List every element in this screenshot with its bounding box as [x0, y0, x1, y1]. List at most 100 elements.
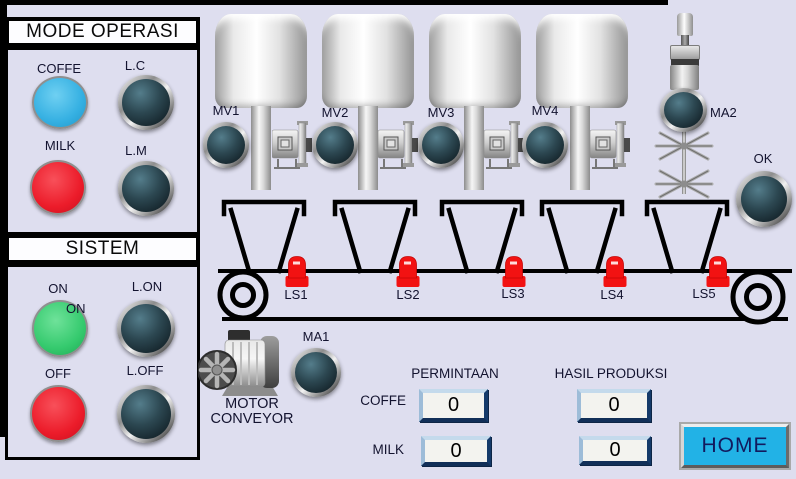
mv4-label: MV4: [531, 103, 559, 118]
hasil-coffe-value: 0: [608, 394, 620, 416]
funnel-cup-4: [539, 199, 625, 274]
permintaan-milk-input[interactable]: 0: [421, 436, 491, 466]
mv2-indicator-light: [312, 122, 358, 168]
permintaan-milk-value: 0: [450, 439, 462, 462]
mv3-indicator-lens: [422, 126, 460, 164]
ls1-sensor-led: [285, 256, 309, 287]
hasil-milk-display: 0: [579, 436, 651, 465]
valve-actuator-3: [484, 121, 524, 169]
lon-indicator-lens: [121, 304, 171, 353]
ls2-sensor-led: [396, 256, 420, 287]
sistem-title-text: SISTEM: [65, 238, 140, 259]
system-off-button[interactable]: [30, 385, 87, 442]
mixer-shaft: [682, 130, 686, 194]
loff-indicator-light: [117, 385, 175, 443]
lc-indicator-light: [118, 75, 174, 130]
right-pulley: [730, 269, 786, 325]
conveyor-graphic: [217, 199, 792, 325]
lon-indicator-light: [117, 300, 175, 357]
hasil-milk-value: 0: [609, 439, 621, 461]
mixer-motor-tip: [677, 13, 693, 36]
hasil-produksi-header: HASIL PRODUKSI: [554, 366, 668, 381]
storage-tank-2: [322, 14, 414, 108]
ok-indicator-light: [736, 171, 792, 227]
funnel-cup-1: [221, 199, 307, 274]
valve-actuator-2: [378, 121, 418, 169]
permintaan-coffe-value: 0: [447, 394, 460, 416]
mv4-indicator-light: [522, 122, 568, 168]
off-button-label: OFF: [45, 366, 71, 381]
permintaan-coffe-label: COFFE: [360, 393, 406, 408]
ls3-label: LS3: [501, 286, 525, 301]
permintaan-coffe-input[interactable]: 0: [419, 389, 488, 422]
system-on-button[interactable]: [32, 300, 88, 357]
mode-operasi-panel: [5, 47, 200, 235]
ls4-label: LS4: [600, 287, 624, 302]
top-border-bar: [0, 0, 668, 5]
tank-pipe-2: [358, 106, 378, 190]
sistem-panel: [5, 264, 200, 460]
milk-mode-button[interactable]: [30, 160, 86, 215]
sistem-title: SISTEM: [5, 234, 200, 264]
home-button[interactable]: HOME: [681, 424, 789, 468]
mixer-neck: [681, 35, 689, 46]
tank-pipe-1: [251, 106, 271, 190]
ok-indicator-label: OK: [753, 151, 773, 166]
home-button-label: HOME: [701, 434, 769, 457]
lc-indicator-lens: [122, 79, 170, 126]
mixer-impellers: [654, 131, 714, 199]
conveyor-motor-graphic: [198, 330, 279, 396]
funnel-cup-3: [439, 199, 525, 274]
mv2-label: MV2: [321, 105, 349, 120]
ma1-indicator-light: [291, 348, 341, 397]
ls2-label: LS2: [396, 287, 420, 302]
lm-indicator-light: [118, 161, 174, 216]
mixer-body-cylinder: [670, 65, 699, 90]
lc-indicator-label: L.C: [124, 58, 146, 73]
ma2-indicator-light: [660, 88, 707, 132]
mode-operasi-title: MODE OPERASI: [5, 17, 200, 47]
funnel-cup-5: [644, 199, 730, 274]
mv4-indicator-lens: [526, 126, 564, 164]
mv3-indicator-light: [418, 122, 464, 168]
left-border-bar: [0, 4, 7, 437]
mv2-indicator-lens: [316, 126, 354, 164]
ls1-label: LS1: [284, 287, 308, 302]
ma1-label: MA1: [302, 329, 330, 344]
ls5-label: LS5: [692, 286, 716, 301]
mv1-label: MV1: [212, 103, 240, 118]
lm-indicator-label: L.M: [125, 143, 147, 158]
ok-indicator-lens: [741, 176, 787, 222]
valve-actuator-4: [590, 121, 630, 169]
loff-indicator-lens: [121, 389, 171, 439]
permintaan-milk-label: MILK: [372, 442, 404, 457]
on-button-tag: ON: [66, 301, 86, 316]
lm-indicator-lens: [122, 165, 170, 212]
ma2-indicator-lens: [664, 92, 703, 128]
hasil-coffe-display: 0: [577, 389, 651, 422]
ls5-sensor-led: [706, 256, 730, 287]
motor-caption-line1: MOTOR: [225, 396, 279, 412]
storage-tank-3: [429, 14, 521, 108]
ls3-sensor-led: [502, 256, 526, 287]
motor-conveyor-caption: MOTOR CONVEYOR: [203, 397, 301, 427]
ma1-indicator-lens: [295, 352, 337, 393]
mv1-indicator-lens: [207, 126, 245, 164]
mv3-label: MV3: [427, 105, 455, 120]
coffe-mode-button[interactable]: [32, 76, 88, 129]
mixer-collar: [671, 59, 699, 66]
lon-indicator-label: L.ON: [131, 279, 163, 294]
storage-tank-4: [536, 14, 628, 108]
mv1-indicator-light: [203, 122, 249, 168]
coffe-button-label: COFFE: [36, 61, 82, 76]
motor-caption-line2: CONVEYOR: [210, 411, 294, 427]
milk-button-label: MILK: [44, 138, 76, 153]
tank-pipe-4: [570, 106, 590, 190]
mode-operasi-title-text: MODE OPERASI: [26, 21, 179, 42]
permintaan-header: PERMINTAAN: [411, 366, 499, 381]
ma2-label: MA2: [710, 105, 737, 120]
ls4-sensor-led: [603, 256, 627, 287]
storage-tank-1: [215, 14, 307, 108]
funnel-cup-2: [332, 199, 418, 274]
